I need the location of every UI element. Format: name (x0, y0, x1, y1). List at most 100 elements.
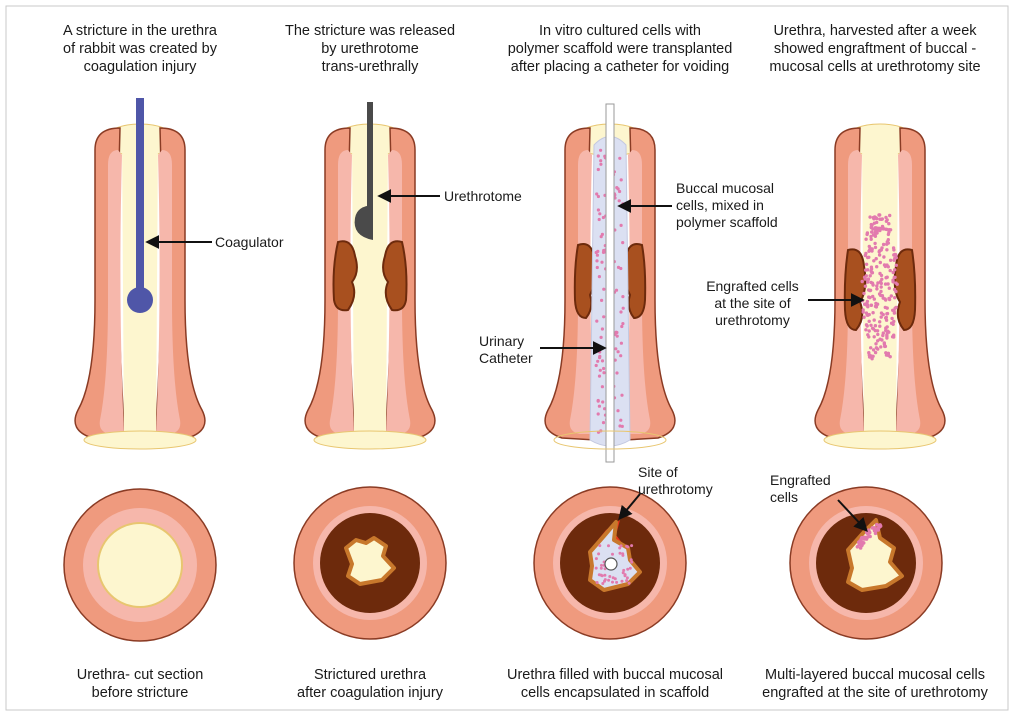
scaffold-cell (615, 289, 618, 292)
scaffold-cell (617, 266, 620, 269)
scaffold-cell (618, 157, 621, 160)
engrafted-cell (886, 325, 889, 328)
engrafted-cell (885, 248, 888, 251)
engrafted-cell (869, 274, 872, 277)
engrafted-cell (893, 311, 896, 314)
engrafted-cell (875, 346, 878, 349)
engrafted-cell (888, 214, 891, 217)
coagulator-probe (136, 98, 144, 298)
scaffold-cell (599, 149, 602, 152)
engrafted-cell (873, 318, 876, 321)
engrafted-cell (882, 243, 885, 246)
engrafted-cell (892, 246, 895, 249)
scaffold-cell (619, 552, 622, 555)
engrafted-cell (878, 292, 881, 295)
engrafted-cell (876, 333, 879, 336)
scaffold-cell (600, 567, 603, 570)
engrafted-cell (866, 268, 869, 271)
open-lumen (98, 523, 182, 607)
scaffold-cell (600, 564, 603, 567)
engrafted-cell (870, 238, 873, 241)
engrafted-cell (889, 259, 892, 262)
engrafted-cell (873, 335, 876, 338)
engrafted-cell (872, 217, 875, 220)
engrafted-cell (864, 328, 867, 331)
scaffold-cell (607, 544, 610, 547)
engrafted-cell (874, 324, 877, 327)
engrafted-cell (871, 282, 874, 285)
engrafted-cell (887, 222, 890, 225)
scaffold-cell (597, 154, 600, 157)
engrafted-cell (868, 329, 871, 332)
coagulator-label: Coagulator (215, 234, 284, 251)
scaffold-cell (595, 320, 598, 323)
engrafted-cell (888, 287, 891, 290)
engrafted-cell (874, 351, 877, 354)
scaffold-cell (595, 557, 598, 560)
scaffold-cell (600, 261, 603, 264)
scaffold-cell (625, 545, 628, 548)
engrafted-cell (886, 240, 889, 243)
engrafted-cell (880, 248, 883, 251)
engrafted-cell (863, 276, 866, 279)
scaffold-cell (595, 259, 598, 262)
engrafted-cell (873, 242, 876, 245)
engrafted-cell (882, 255, 885, 258)
engrafted-cell (866, 333, 869, 336)
engrafted-cell (865, 531, 869, 535)
scaffold-cell (615, 581, 618, 584)
scaffold-cell (598, 355, 601, 358)
engrafted-cell (881, 334, 884, 337)
cross-section-1 (64, 489, 216, 641)
scaffold-cell (617, 187, 620, 190)
panel-3-top-caption: In vitro cultured cells with polymer sca… (495, 22, 745, 76)
engrafted-cell (868, 353, 871, 356)
engrafted-cell (857, 541, 861, 545)
scaffold-cell (599, 369, 602, 372)
engrafted-cell (866, 324, 869, 327)
engrafted-cell (875, 287, 878, 290)
scaffold-cell (596, 250, 599, 253)
scaffold-cell (611, 553, 614, 556)
catheter-cross (605, 558, 617, 570)
engrafted-cell (866, 313, 869, 316)
scaffold-cell (620, 178, 623, 181)
scaffold-cell (602, 367, 605, 370)
scaffold-cell (597, 412, 600, 415)
engrafted-cell (876, 281, 879, 284)
scaffold-cell (598, 218, 601, 221)
engrafted-cell (871, 311, 874, 314)
engrafted-cell (873, 529, 877, 533)
engrafted-cell (879, 261, 882, 264)
scaffold-cell (599, 159, 602, 162)
narrowed-lumen (346, 538, 394, 584)
engrafted-cell (887, 297, 890, 300)
scaffold-cell (620, 325, 623, 328)
engrafted-cell (870, 230, 873, 233)
engrafted-cell (870, 267, 873, 270)
panel-4-bottom-caption: Multi-layered buccal mucosal cells engra… (745, 666, 1005, 702)
scaffold-cell (599, 163, 602, 166)
scaffold-cell (598, 212, 601, 215)
engrafted-cell (880, 311, 883, 314)
engrafted-cell (867, 295, 870, 298)
scaffold-cell (602, 249, 605, 252)
engrafted-cell (886, 276, 889, 279)
scaffold-cell (602, 315, 605, 318)
scaffold-cell (601, 327, 604, 330)
panel-3-longitudinal (540, 104, 675, 462)
engrafted-cell (867, 288, 870, 291)
scaffold-cell (601, 574, 604, 577)
engrafted-cell (895, 264, 898, 267)
engrafted-cell (891, 335, 894, 338)
scaffold-cell (598, 275, 601, 278)
engrafted-cell (867, 256, 870, 259)
scaffold-cell (614, 347, 617, 350)
engrafted-cell (896, 283, 899, 286)
scaffold-cell (622, 307, 625, 310)
engrafted-cell (867, 277, 870, 280)
engrafted-cell (875, 305, 878, 308)
urinary-catheter-label: Urinary Catheter (479, 333, 533, 367)
panel-1-bottom-caption: Urethra- cut section before stricture (25, 666, 255, 702)
scaffold-cell (595, 567, 598, 570)
